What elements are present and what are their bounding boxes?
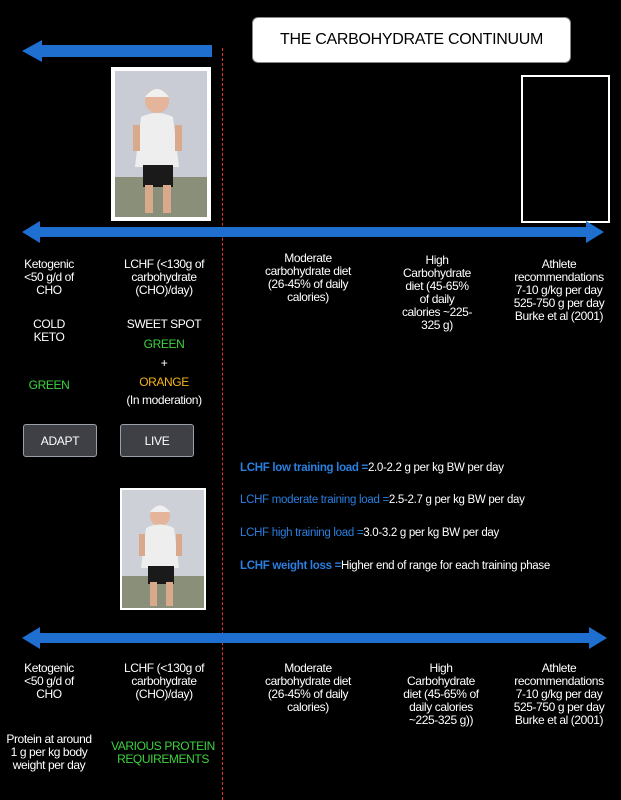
rule-moderate-load: LCHF moderate training load =2.5-2.7 g p…: [240, 494, 525, 506]
divider-line: [222, 48, 223, 800]
placeholder-box: [521, 75, 610, 223]
adapt-button[interactable]: ADAPT: [23, 424, 97, 457]
page-title: THE CARBOHYDRATE CONTINUUM: [252, 17, 571, 63]
rule-weight-loss: LCHF weight loss =Higher end of range fo…: [240, 560, 550, 572]
moderation-label: (In moderation): [126, 393, 202, 407]
athlete-photo-bottom: [120, 488, 206, 610]
rule-high-load: LCHF high training load =3.0-3.2 g per k…: [240, 527, 499, 539]
continuum-arrow-top: [22, 221, 604, 243]
green-label-mid: GREEN: [143, 337, 185, 351]
orange-label: ORANGE: [139, 375, 189, 389]
live-button[interactable]: LIVE: [120, 424, 194, 457]
rule-low-load: LCHF low training load =2.0-2.2 g per kg…: [240, 462, 504, 474]
green-label-left: GREEN: [28, 378, 70, 392]
plus-sign: +: [160, 356, 168, 370]
sweet-spot-label: SWEET SPOT: [126, 317, 202, 331]
left-arrow: [22, 40, 212, 62]
athlete-photo-top: [111, 67, 211, 221]
continuum-arrow-bottom: [22, 627, 607, 649]
